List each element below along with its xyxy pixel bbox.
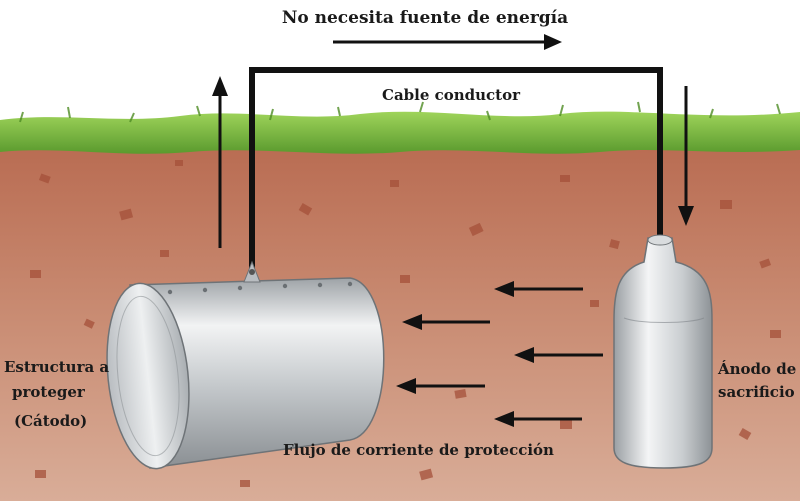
flow-label: Flujo de corriente de protección xyxy=(283,441,554,459)
arrow-up-icon xyxy=(212,76,228,248)
protected-structure-tank xyxy=(106,260,385,470)
soil-specks xyxy=(30,160,781,487)
anode-label-line1: Ánodo de xyxy=(718,360,797,378)
cable-label: Cable conductor xyxy=(382,86,521,104)
arrow-left-icon xyxy=(402,314,490,330)
structure-label-line1: Estructura a xyxy=(4,358,110,376)
arrow-left-icon xyxy=(396,378,485,394)
grass-strip xyxy=(0,111,800,154)
arrow-down-icon xyxy=(678,86,694,226)
arrow-left-icon xyxy=(514,347,603,363)
grass-blades xyxy=(19,101,781,123)
cathode-label: (Cátodo) xyxy=(14,412,88,430)
arrow-left-icon xyxy=(494,411,582,427)
arrow-right-icon xyxy=(333,34,562,50)
diagram-title: No necesita fuente de energía xyxy=(281,8,569,28)
arrow-left-icon xyxy=(494,281,583,297)
sacrificial-anode xyxy=(613,234,713,469)
conductor-cable xyxy=(249,67,663,270)
anode-label-line2: sacrificio xyxy=(718,383,795,401)
structure-label-line2: proteger xyxy=(12,383,85,401)
